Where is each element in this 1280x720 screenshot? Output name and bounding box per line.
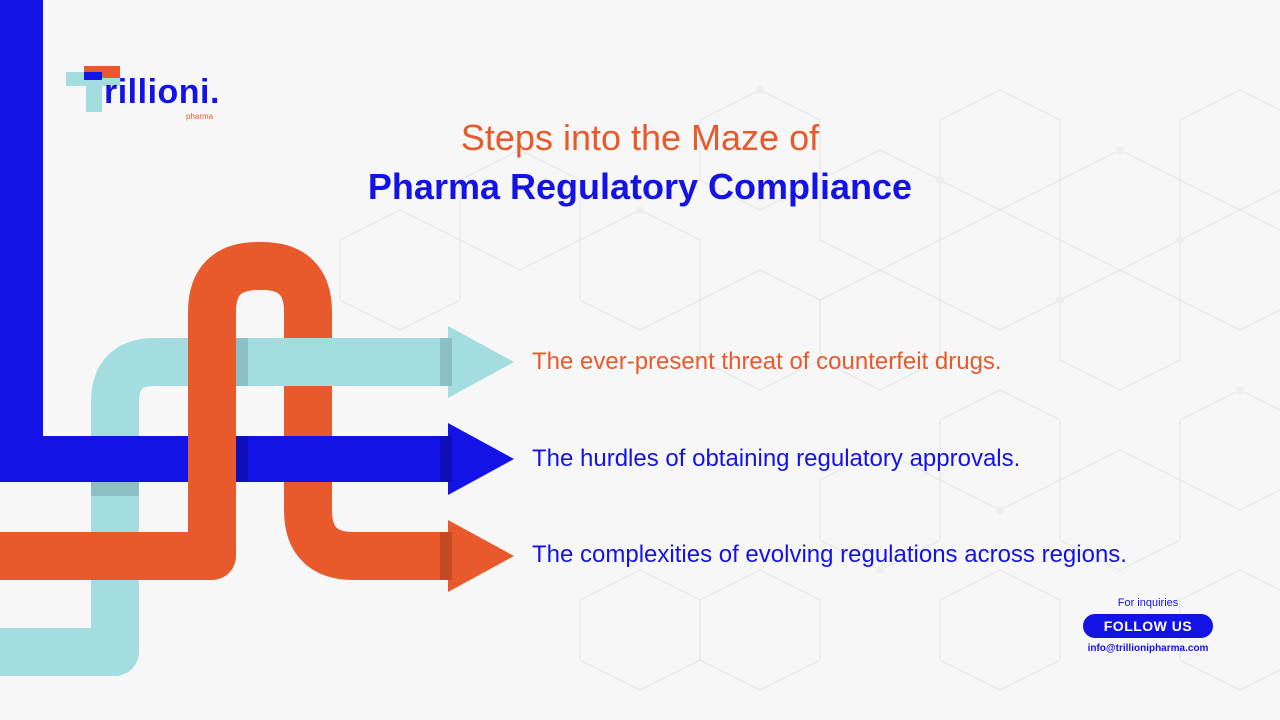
logo-wordmark: rillioni. (104, 73, 220, 111)
teal-arrowhead (448, 326, 514, 398)
teal-pipe (0, 338, 448, 676)
blue-pipe (0, 0, 448, 482)
logo-mark-icon (66, 66, 120, 112)
logo-tagline: pharma (186, 112, 214, 121)
point-counterfeit: The ever-present threat of counterfeit d… (532, 348, 1002, 375)
orange-pipe (0, 242, 448, 580)
inquiries-label: For inquiries (1117, 597, 1179, 609)
point-regulations: The complexities of evolving regulations… (532, 541, 1127, 568)
trillioni-logo: rillioni. pharma (66, 66, 236, 126)
blue-arrowhead (448, 423, 514, 495)
heading-line-1: Steps into the Maze of (460, 117, 820, 158)
orange-arrowhead (448, 520, 514, 592)
point-approvals: The hurdles of obtaining regulatory appr… (532, 445, 1021, 472)
contact-email[interactable]: info@trillionipharma.com (1087, 643, 1209, 654)
follow-us-button[interactable]: FOLLOW US (1083, 614, 1213, 638)
heading: Steps into the Maze of Pharma Regulatory… (300, 116, 980, 210)
contact-block: For inquiries FOLLOW US info@trillioniph… (1080, 596, 1216, 655)
heading-line-2: Pharma Regulatory Compliance (367, 166, 913, 207)
